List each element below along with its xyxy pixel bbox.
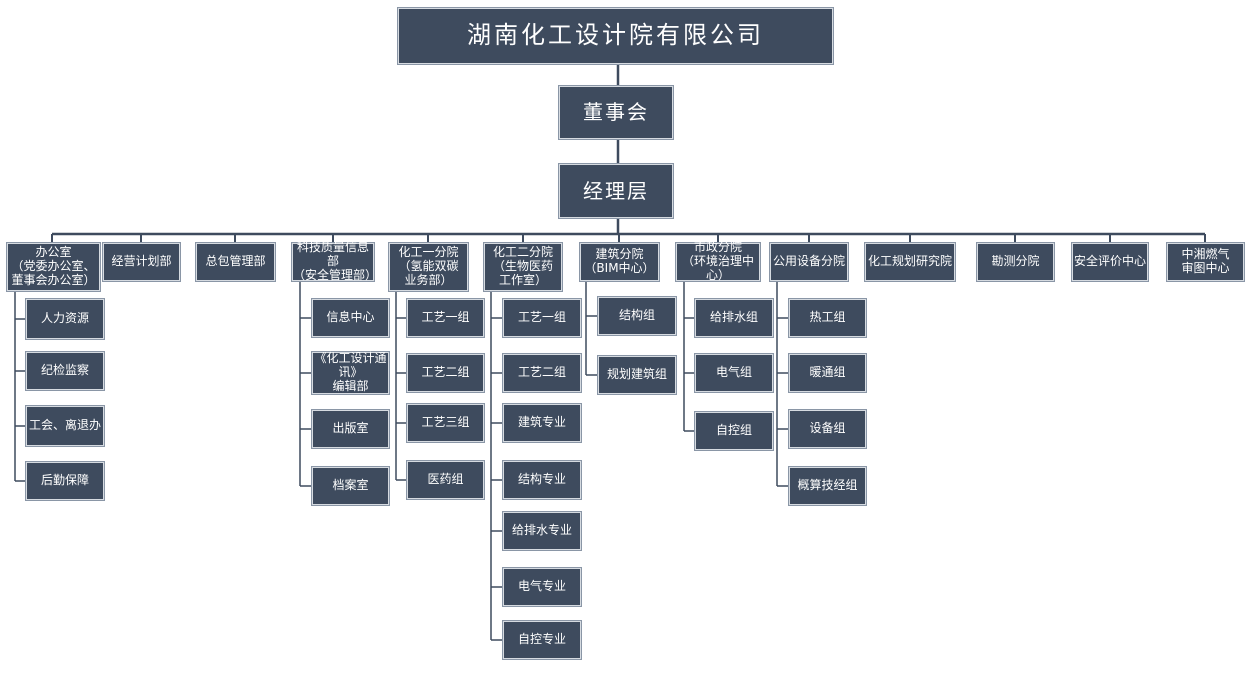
dept-business-planning: 经营计划部 (103, 243, 180, 281)
dept-epc-management: 总包管理部 (196, 243, 275, 281)
sub-hr: 人力资源 (26, 299, 104, 339)
dept-chem-branch-2: 化工二分院 （生物医药 工作室） (484, 243, 562, 291)
sub-archives: 档案室 (312, 467, 389, 505)
sub-cost-estimation: 概算技经组 (789, 467, 866, 505)
sub-electrical: 电气专业 (503, 568, 581, 606)
sub-discipline: 纪检监察 (26, 352, 104, 390)
board-node: 董事会 (559, 86, 673, 139)
sub-publishing: 出版室 (312, 410, 389, 448)
dept-utility-equipment: 公用设备分院 (770, 243, 848, 281)
sub-electrical-group: 电气组 (695, 354, 773, 392)
sub-structure: 结构专业 (503, 461, 581, 499)
sub-process-2-b: 工艺二组 (503, 354, 581, 392)
dept-survey-branch: 勘测分院 (977, 243, 1054, 281)
management-node: 经理层 (559, 164, 673, 218)
sub-hvac: 暖通组 (789, 354, 866, 392)
sub-planning-architecture: 规划建筑组 (598, 356, 676, 394)
sub-architecture: 建筑专业 (503, 404, 581, 442)
dept-chem-branch-1: 化工一分院 （氢能双碳 业务部） (389, 243, 468, 291)
sub-automation-group: 自控组 (695, 412, 773, 450)
sub-process-3-a: 工艺三组 (407, 404, 484, 442)
sub-process-2-a: 工艺二组 (407, 354, 484, 392)
sub-structure-group: 结构组 (598, 297, 676, 335)
sub-info-center: 信息中心 (312, 299, 389, 337)
sub-process-1-a: 工艺一组 (407, 299, 484, 337)
sub-thermal: 热工组 (789, 299, 866, 337)
sub-water-supply-drainage: 给排水专业 (503, 512, 581, 550)
sub-process-1-b: 工艺一组 (503, 299, 581, 337)
dept-municipal-branch: 市政分院 （环境治理中心） (676, 240, 760, 282)
sub-equipment: 设备组 (789, 410, 866, 448)
sub-water-group: 给排水组 (695, 299, 773, 337)
sub-automation: 自控专业 (503, 621, 581, 659)
sub-union-retirees: 工会、离退办 (26, 406, 104, 446)
company-node: 湖南化工设计院有限公司 (398, 8, 833, 64)
sub-logistics: 后勤保障 (26, 462, 104, 500)
sub-journal-editorial: 《化工设计通讯》 编辑部 (312, 351, 389, 394)
dept-tech-quality: 科技质量信息部 （安全管理部） (292, 240, 378, 282)
dept-safety-evaluation: 安全评价中心 (1072, 243, 1148, 281)
dept-chem-planning-institute: 化工规划研究院 (865, 243, 955, 281)
dept-office: 办公室 （党委办公室、 董事会办公室） (7, 243, 100, 291)
dept-gas-review-center: 中湘燃气 审图中心 (1167, 243, 1244, 281)
sub-pharma: 医药组 (407, 461, 484, 499)
dept-architecture-branch: 建筑分院 （BIM中心） (580, 243, 659, 281)
